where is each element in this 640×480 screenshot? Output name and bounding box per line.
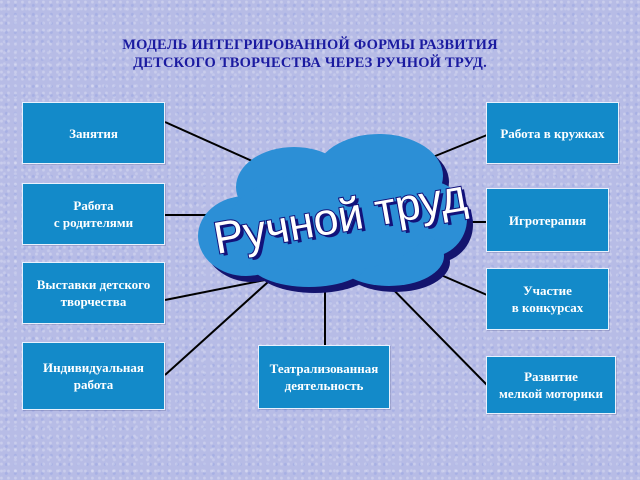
box-contests: Участие в конкурсах xyxy=(486,268,609,330)
box-game-therapy: Игротерапия xyxy=(486,188,609,252)
box-theatre: Театрализованная деятельность xyxy=(258,345,390,409)
title-line-2: ДЕТСКОГО ТВОРЧЕСТВА ЧЕРЕЗ РУЧНОЙ ТРУД. xyxy=(133,55,487,71)
box-parents: Работа с родителями xyxy=(22,183,165,245)
box-lessons: Занятия xyxy=(22,102,165,164)
connector-individual xyxy=(164,281,269,376)
connector-exhibitions xyxy=(164,279,266,301)
diagram-title: МОДЕЛЬ ИНТЕГРИРОВАННОЙ ФОРМЫ РАЗВИТИЯ ДЕ… xyxy=(40,36,580,72)
box-motor-skills: Развитие мелкой моторики xyxy=(486,356,616,414)
connector-motor-skills xyxy=(379,275,488,386)
box-exhibitions: Выставки детского творчества xyxy=(22,262,165,324)
box-clubs: Работа в кружках xyxy=(486,102,619,164)
title-line-1: МОДЕЛЬ ИНТЕГРИРОВАННОЙ ФОРМЫ РАЗВИТИЯ xyxy=(122,37,498,53)
box-individual: Индивидуальная работа xyxy=(22,342,165,410)
